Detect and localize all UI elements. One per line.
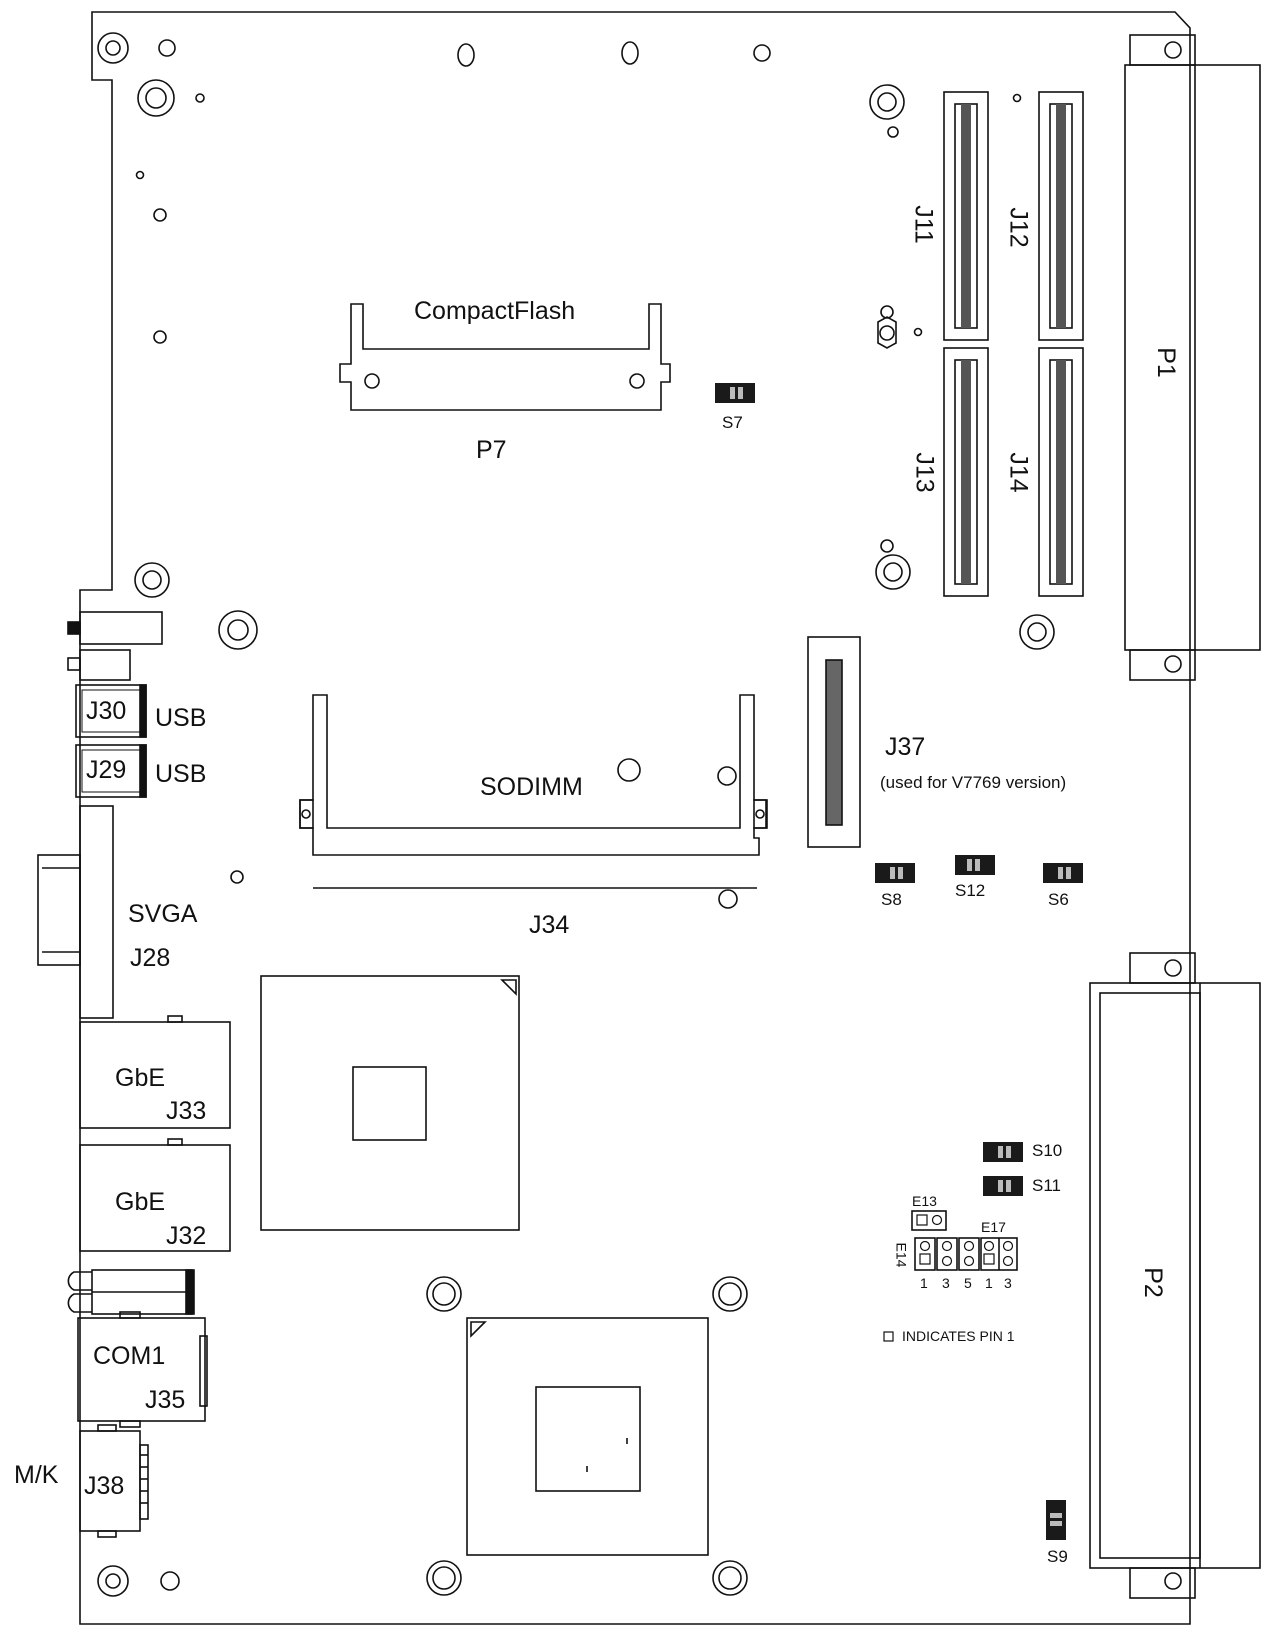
pin-number-1: 1 — [920, 1275, 928, 1291]
mounting-hole — [97, 32, 129, 64]
pin1-note: INDICATES PIN 1 — [902, 1328, 1015, 1344]
e14-jumper — [914, 1237, 936, 1271]
j33-gbe-connector — [79, 1021, 231, 1129]
dip-switches — [715, 383, 1083, 1540]
p1-label: P1 — [1151, 347, 1180, 378]
gbe-label-bottom: GbE — [115, 1188, 166, 1216]
s9-switch — [1046, 1500, 1066, 1540]
mounting-hole — [134, 562, 170, 598]
mounting-hole — [218, 610, 258, 650]
sodimm-label: SODIMM — [480, 773, 583, 801]
pin-number-3: 3 — [942, 1275, 950, 1291]
s6-switch — [1043, 863, 1083, 883]
j35-com1-connector — [77, 1317, 206, 1422]
mounting-hole — [1019, 614, 1055, 650]
mounting-hole — [869, 84, 905, 120]
j28-label: J28 — [130, 944, 171, 972]
p7-label: P7 — [476, 436, 507, 464]
mk-label: M/K — [14, 1461, 59, 1489]
j30-label: J30 — [86, 697, 127, 725]
mounting-hole — [97, 1565, 129, 1597]
p2-label: P2 — [1138, 1267, 1167, 1298]
j14-label: J14 — [1004, 452, 1033, 493]
s12-label: S12 — [955, 881, 986, 900]
j37-label: J37 — [885, 733, 926, 761]
j34-label: J34 — [529, 911, 570, 939]
compactflash-connector — [339, 303, 671, 411]
j37-note: (used for V7769 version) — [880, 773, 1067, 792]
e14-label: E14 — [893, 1242, 910, 1268]
p1-connector — [1124, 64, 1261, 651]
e13-jumper — [911, 1210, 947, 1231]
j14-connector — [1038, 347, 1084, 597]
j35-label: J35 — [145, 1386, 186, 1414]
s6-label: S6 — [1048, 890, 1069, 909]
compactflash-label: CompactFlash — [414, 297, 576, 325]
j37-connector — [807, 636, 861, 848]
e13-label: E13 — [912, 1193, 937, 1209]
j12-label: J12 — [1004, 207, 1033, 248]
mounting-hole — [875, 554, 911, 590]
j32-gbe-connector — [79, 1144, 231, 1252]
j13-label: J13 — [910, 452, 939, 493]
cpu-package — [260, 975, 520, 1231]
p2-connector — [1089, 982, 1261, 1569]
s7-switch — [715, 383, 755, 403]
mounting-hole — [137, 79, 175, 117]
e17-label: E17 — [981, 1219, 1006, 1235]
board-outline — [79, 11, 1191, 1625]
s8-label: S8 — [881, 890, 902, 909]
svga-label: SVGA — [128, 900, 198, 928]
j11-connector — [943, 91, 989, 341]
s11-switch — [983, 1176, 1023, 1196]
s11-label: S11 — [1032, 1176, 1061, 1195]
j11-label: J11 — [909, 205, 938, 244]
s10-label: S10 — [1032, 1141, 1063, 1160]
j38-label: J38 — [84, 1472, 125, 1500]
s9-label: S9 — [1047, 1547, 1068, 1566]
usb-label-top: USB — [155, 704, 207, 732]
j13-connector — [943, 347, 989, 597]
gbe-label-top: GbE — [115, 1064, 166, 1092]
pin-number-5: 5 — [964, 1275, 972, 1291]
com1-label: COM1 — [93, 1342, 166, 1370]
j32-label: J32 — [166, 1222, 207, 1250]
s10-switch — [983, 1142, 1023, 1162]
j33-label: J33 — [166, 1097, 207, 1125]
j28-svga-connector — [79, 805, 114, 1019]
s12-switch — [955, 855, 995, 875]
pin-number-3-e17: 3 — [1004, 1275, 1012, 1291]
usb-label-bottom: USB — [155, 760, 207, 788]
pin-number-1-e17: 1 — [985, 1275, 993, 1291]
s8-switch — [875, 863, 915, 883]
s7-label: S7 — [722, 413, 743, 432]
j12-connector — [1038, 91, 1084, 341]
j29-label: J29 — [86, 756, 127, 784]
chipset-package — [466, 1317, 709, 1556]
